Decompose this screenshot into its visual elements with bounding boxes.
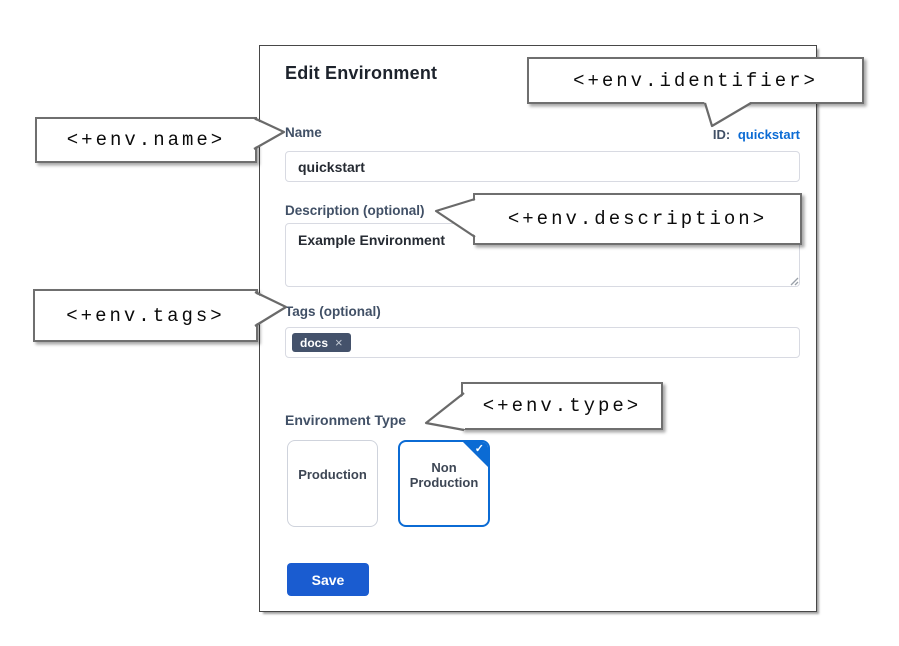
save-button[interactable]: Save [287,563,369,596]
type-card-production[interactable]: Production [287,440,378,527]
name-input[interactable] [285,151,800,182]
callout-env-description-text: <+env.description> [507,208,768,230]
identifier-row: ID: quickstart [285,127,800,142]
callout-env-description: <+env.description> [473,193,802,245]
tags-input[interactable]: docs × [285,327,800,358]
id-value-link[interactable]: quickstart [737,127,800,142]
textarea-resize-handle-icon[interactable] [789,276,799,286]
callout-env-type: <+env.type> [461,382,663,430]
callout-env-identifier: <+env.identifier> [527,57,864,104]
description-label: Description (optional) [285,203,425,218]
callout-env-type-text: <+env.type> [482,395,642,417]
page-title: Edit Environment [285,63,438,83]
check-icon: ✓ [474,443,484,455]
tag-chip: docs × [292,333,351,352]
callout-env-tags-text: <+env.tags> [66,304,225,327]
type-card-production-label: Production [298,467,367,482]
environment-type-label: Environment Type [285,412,407,428]
type-card-non-production[interactable]: ✓ Non Production [398,440,490,527]
callout-env-name-text: <+env.name> [66,129,226,151]
callout-env-tags: <+env.tags> [33,289,258,342]
id-label: ID: [712,127,731,142]
tags-label: Tags (optional) [285,304,381,319]
callout-env-identifier-text: <+env.identifier> [573,69,818,92]
tag-remove-icon[interactable]: × [335,335,343,350]
tag-chip-text: docs [300,335,329,350]
name-label: Name [285,125,322,140]
callout-env-name: <+env.name> [35,117,257,163]
type-card-non-production-label: Non Production [409,459,479,490]
